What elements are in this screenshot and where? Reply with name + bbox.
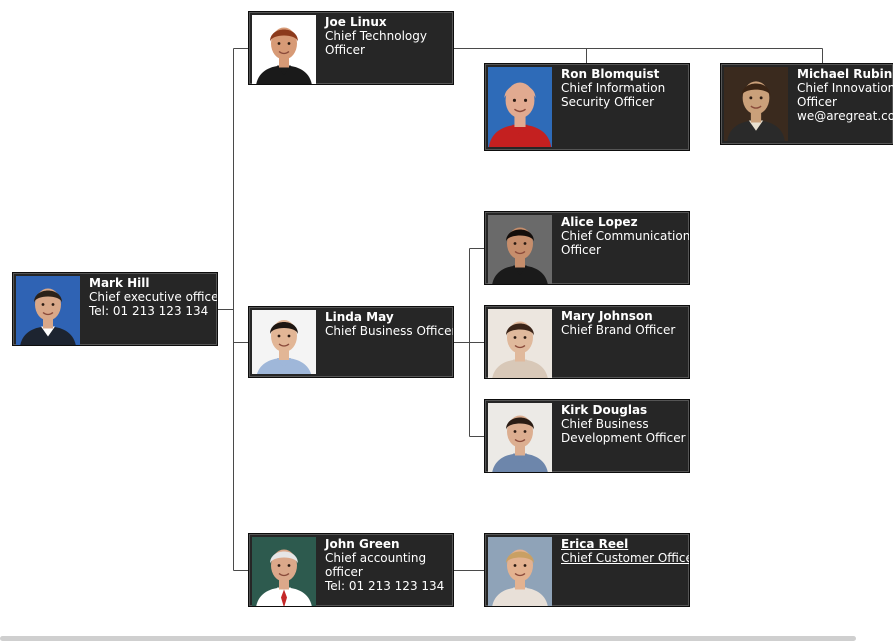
avatar-photo (252, 537, 316, 606)
node-name: Linda May (325, 310, 394, 324)
avatar-photo (488, 403, 552, 472)
org-node-linda-may[interactable]: Linda May Chief Business Officer (248, 306, 454, 378)
avatar-photo (724, 67, 788, 141)
org-node-mark-hill[interactable]: Mark Hill Chief executive officer Tel: 0… (12, 272, 218, 346)
org-node-kirk-douglas[interactable]: Kirk Douglas Chief Business Development … (484, 399, 690, 473)
node-name: John Green (325, 537, 400, 551)
node-title-line: officer (325, 565, 363, 579)
node-name: Mark Hill (89, 276, 150, 290)
avatar-photo (252, 310, 316, 374)
node-title-line: Officer (561, 243, 601, 257)
node-title-line: Chief accounting (325, 551, 427, 565)
node-title-line: Officer (325, 43, 365, 57)
node-name: Ron Blomquist (561, 67, 660, 81)
org-node-alice-lopez[interactable]: Alice Lopez Chief Communications Officer (484, 211, 690, 285)
org-node-ron-blomquist[interactable]: Ron Blomquist Chief Information Security… (484, 63, 690, 151)
node-title-link[interactable]: Chief Customer Officer (561, 551, 690, 565)
node-title-line: Chief Innovation (797, 81, 893, 95)
node-title-line: Officer (797, 95, 837, 109)
avatar-photo (252, 15, 316, 84)
node-title-line: Security Officer (561, 95, 655, 109)
avatar-photo (488, 309, 552, 378)
node-name: Kirk Douglas (561, 403, 648, 417)
node-phone: Tel: 01 213 123 134 (325, 579, 445, 593)
node-phone: Tel: 01 213 123 134 (89, 304, 209, 318)
org-node-michael-rubin[interactable]: Michael Rubin Chief Innovation Officer w… (720, 63, 893, 145)
avatar-photo (488, 215, 552, 284)
node-name: Joe Linux (325, 15, 387, 29)
node-title-line: Chief Information (561, 81, 666, 95)
node-name: Michael Rubin (797, 67, 893, 81)
node-title: Chief Brand Officer (561, 323, 676, 337)
node-title-line: Development Officer (561, 431, 686, 445)
node-title: Chief Business Officer (325, 324, 454, 338)
avatar-photo (488, 67, 552, 147)
org-node-erica-reel[interactable]: Erica Reel Chief Customer Officer (484, 533, 690, 607)
org-node-john-green[interactable]: John Green Chief accounting officer Tel:… (248, 533, 454, 607)
node-title-line: Chief Communications (561, 229, 690, 243)
node-title: Chief executive officer (89, 290, 218, 304)
node-name-link[interactable]: Erica Reel (561, 537, 629, 551)
avatar-photo (488, 537, 552, 606)
node-name: Alice Lopez (561, 215, 638, 229)
node-title-line: Chief Technology (325, 29, 427, 43)
node-title-line: Chief Business (561, 417, 649, 431)
horizontal-scrollbar[interactable] (0, 636, 856, 641)
node-email: we@aregreat.com (797, 109, 893, 123)
org-node-joe-linux[interactable]: Joe Linux Chief Technology Officer (248, 11, 454, 85)
org-node-mary-johnson[interactable]: Mary Johnson Chief Brand Officer (484, 305, 690, 379)
node-name: Mary Johnson (561, 309, 653, 323)
avatar-photo (16, 276, 80, 345)
